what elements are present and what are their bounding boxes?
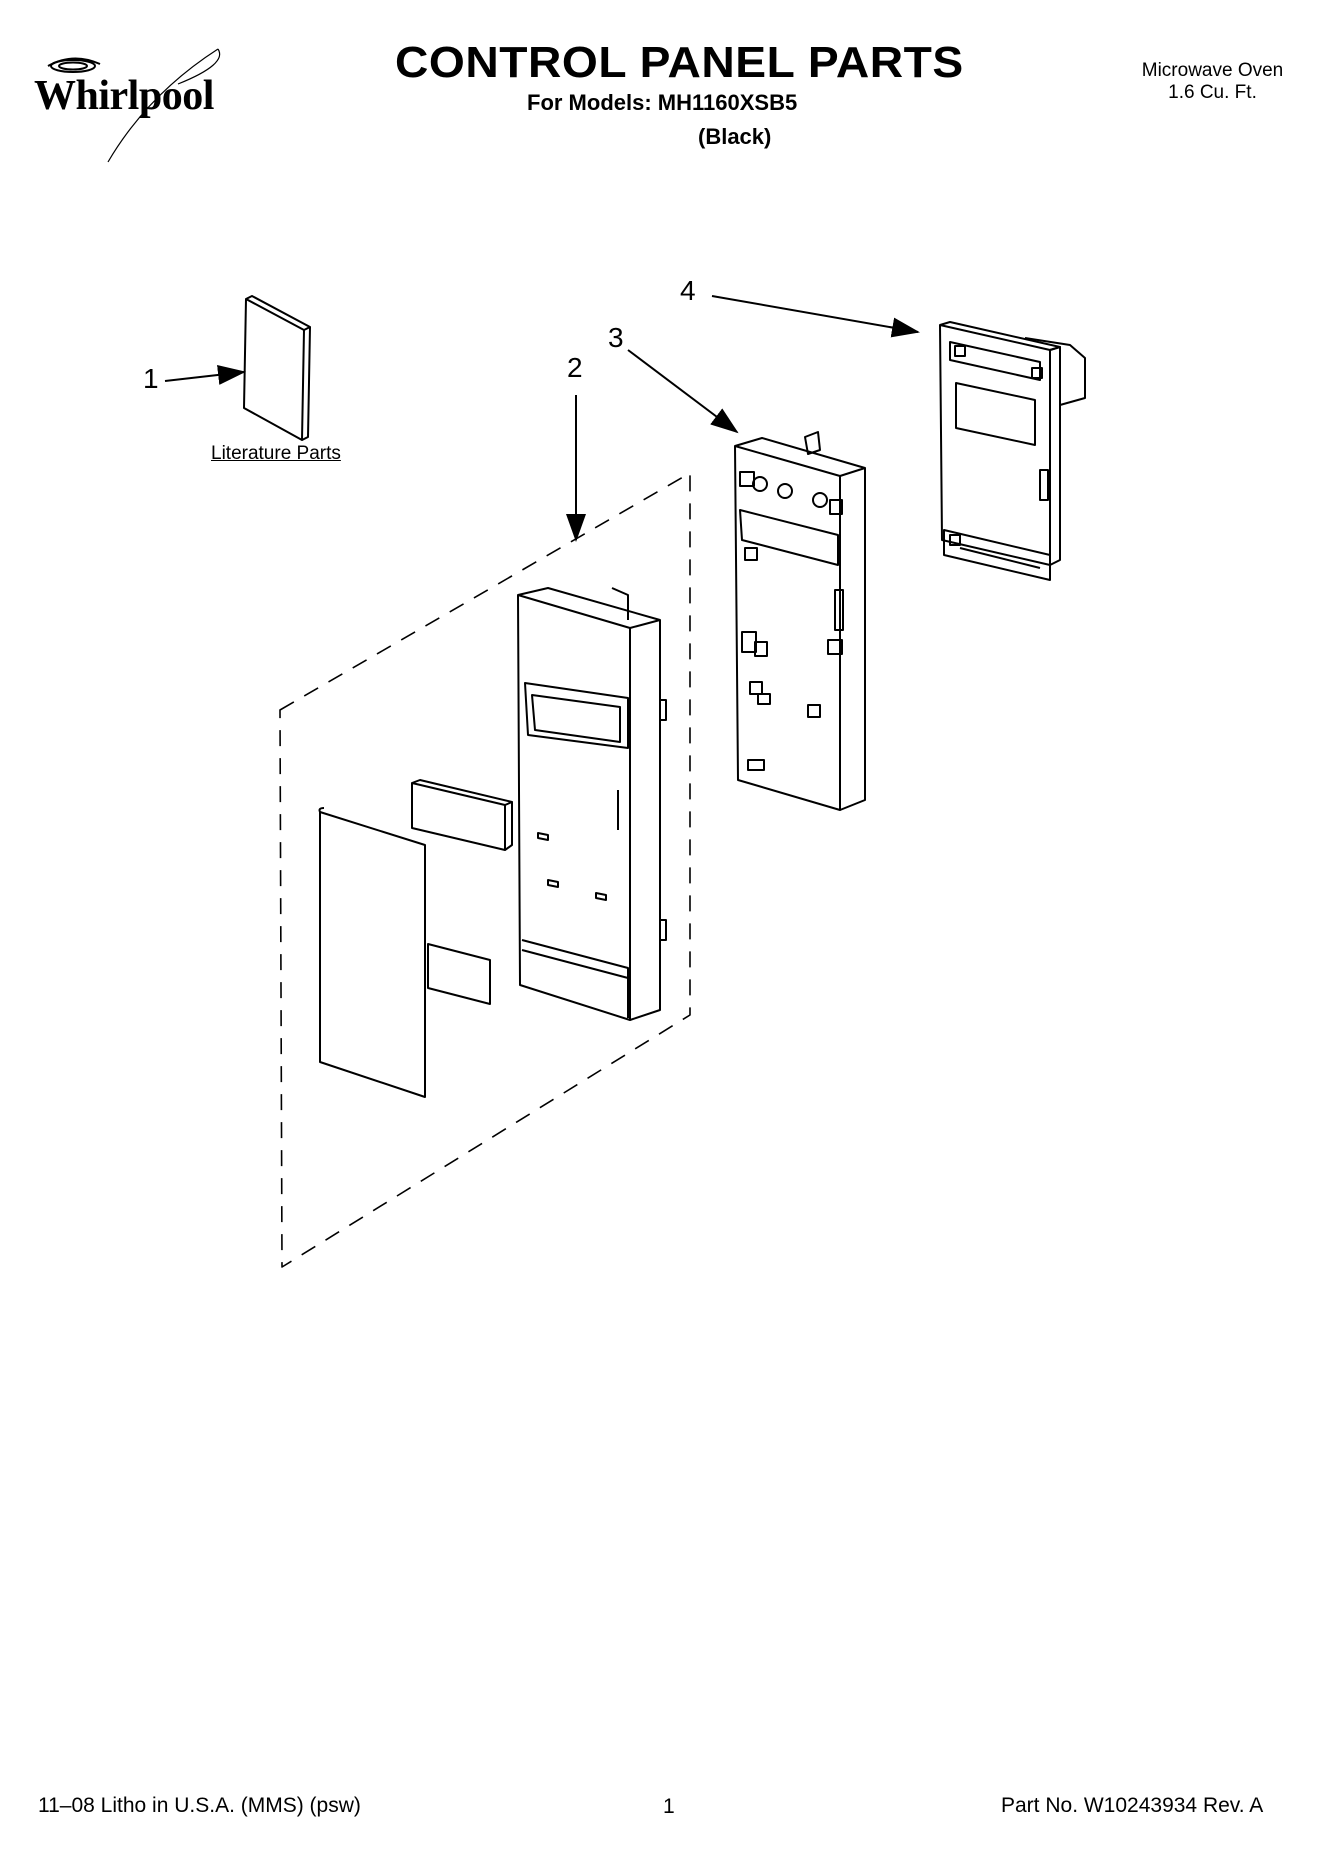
page-title: CONTROL PANEL PARTS xyxy=(395,38,964,87)
literature-parts-label: Literature Parts xyxy=(211,443,341,464)
control-panel-housing xyxy=(734,431,866,811)
color-variant: (Black) xyxy=(698,124,772,149)
display-window-lens xyxy=(411,779,513,851)
callout-4: 4 xyxy=(680,275,696,306)
product-type: Microwave Oven xyxy=(1141,60,1284,81)
callout-3: 3 xyxy=(608,322,624,353)
callout-2: 2 xyxy=(567,352,583,383)
callout-1-leader xyxy=(164,365,246,385)
literature-booklet xyxy=(243,295,311,441)
whirlpool-logo xyxy=(47,48,221,163)
product-capacity: 1.6 Cu. Ft. xyxy=(1168,82,1257,103)
lower-strip xyxy=(427,943,491,1005)
model-line: For Models: MH1160XSB5 xyxy=(527,90,798,115)
print-info: 11–08 Litho in U.S.A. (MMS) (psw) xyxy=(38,1794,361,1817)
control-board-bracket xyxy=(939,321,1086,581)
assembly-outline xyxy=(279,472,691,1268)
product-description: Microwave Oven 1.6 Cu. Ft. xyxy=(1125,60,1300,104)
page-number: 1 xyxy=(663,1795,675,1818)
brand-wordmark: Whirlpool xyxy=(34,73,214,119)
keypad-overlay xyxy=(318,807,426,1098)
part-number: Part No. W10243934 Rev. A xyxy=(1001,1794,1264,1817)
callout-1: 1 xyxy=(143,363,159,394)
callout-3-leader xyxy=(627,349,739,434)
callout-4-leader xyxy=(711,295,920,338)
control-panel-front xyxy=(517,587,667,1021)
